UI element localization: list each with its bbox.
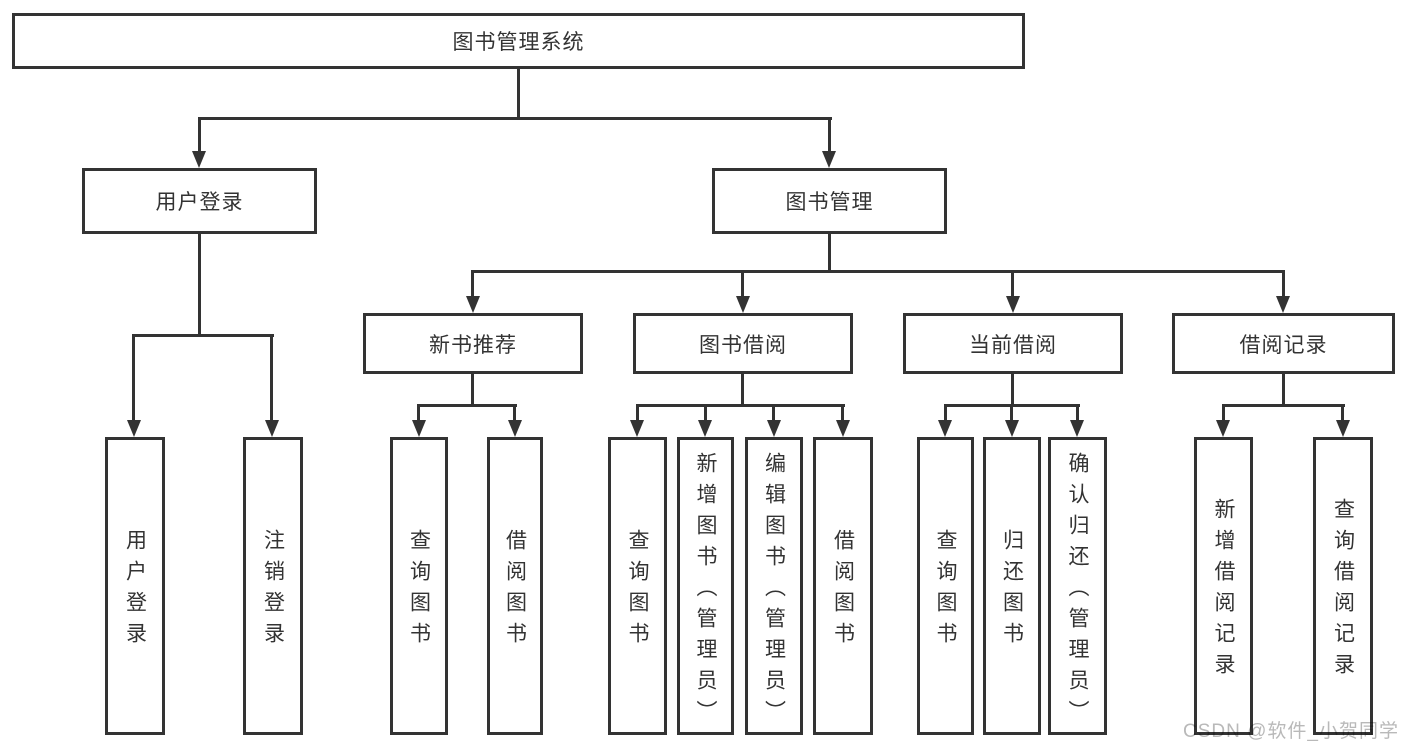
arrowhead-rc-add-icon bbox=[1216, 420, 1230, 437]
arrowhead-user-login-icon bbox=[192, 151, 206, 168]
edge-drop-cu-return bbox=[1010, 404, 1013, 422]
node-root-label: 图书管理系统 bbox=[452, 31, 585, 54]
edge-drop-rc-query bbox=[1341, 404, 1344, 422]
edge-book-mgmt-split bbox=[471, 270, 1285, 273]
edge-records-stem bbox=[1282, 374, 1285, 407]
node-leaf-bw-edit-books-admin-label: 编辑图书（管理员） bbox=[762, 451, 786, 731]
arrowhead-current-icon bbox=[1006, 296, 1020, 313]
edge-drop-rc-add bbox=[1222, 404, 1225, 422]
node-leaf-cu-confirm-return-admin-label: 确认归还（管理员） bbox=[1066, 451, 1089, 731]
edge-drop-cu-confirm bbox=[1076, 404, 1079, 422]
arrowhead-bw-borrow-icon bbox=[836, 420, 850, 437]
csdn-watermark: CSDN @软件_小贺同学 bbox=[1183, 721, 1399, 742]
node-leaf-cu-confirm-return-admin: 确认归还（管理员） bbox=[1048, 437, 1107, 735]
edge-user-login-stem bbox=[198, 234, 201, 336]
node-book-borrow-label: 图书借阅 bbox=[699, 333, 787, 357]
edge-new-book-split bbox=[417, 404, 517, 407]
edge-drop-nb-borrow bbox=[513, 404, 516, 422]
node-current-borrow-label: 当前借阅 bbox=[969, 333, 1057, 357]
arrowhead-rc-query-icon bbox=[1336, 420, 1350, 437]
node-leaf-nb-borrow-books: 借阅图书 bbox=[487, 437, 543, 735]
edge-current-stem bbox=[1011, 374, 1014, 407]
arrowhead-logout-icon bbox=[265, 420, 279, 437]
node-borrow-records: 借阅记录 bbox=[1172, 313, 1395, 374]
edge-drop-cu-query bbox=[944, 404, 947, 422]
arrowhead-cu-query-icon bbox=[938, 420, 952, 437]
arrowhead-bw-edit-icon bbox=[767, 420, 781, 437]
node-leaf-user-login: 用户登录 bbox=[105, 437, 165, 735]
node-leaf-cu-query-books-label: 查询图书 bbox=[934, 529, 957, 653]
arrowhead-bw-query-icon bbox=[630, 420, 644, 437]
node-leaf-rc-query-record-label: 查询借阅记录 bbox=[1331, 498, 1355, 684]
edge-drop-current bbox=[1011, 270, 1014, 299]
edge-drop-book-mgmt bbox=[828, 117, 831, 154]
edge-drop-borrow bbox=[741, 270, 744, 299]
node-new-book-rec: 新书推荐 bbox=[363, 313, 583, 374]
node-leaf-cu-query-books: 查询图书 bbox=[917, 437, 974, 735]
node-leaf-cu-return-books-label: 归还图书 bbox=[1000, 529, 1024, 653]
arrowhead-cu-confirm-icon bbox=[1070, 420, 1084, 437]
node-leaf-nb-query-books: 查询图书 bbox=[390, 437, 448, 735]
node-leaf-nb-query-books-label: 查询图书 bbox=[407, 529, 431, 653]
node-leaf-logout-label: 注销登录 bbox=[261, 529, 285, 653]
edge-drop-bw-add bbox=[704, 404, 707, 422]
edge-drop-records bbox=[1282, 270, 1285, 299]
arrowhead-nb-query-icon bbox=[412, 420, 426, 437]
edge-drop-bw-edit bbox=[772, 404, 775, 422]
node-book-mgmt-label: 图书管理 bbox=[785, 191, 874, 214]
edge-drop-bw-borrow bbox=[841, 404, 844, 422]
edge-drop-login bbox=[132, 334, 135, 422]
edge-drop-logout bbox=[270, 334, 273, 422]
node-new-book-rec-label: 新书推荐 bbox=[429, 333, 517, 357]
node-user-login-label: 用户登录 bbox=[155, 191, 244, 214]
edge-book-mgmt-stem bbox=[828, 234, 831, 273]
edge-user-login-split bbox=[132, 334, 274, 337]
edge-drop-new-book bbox=[471, 270, 474, 299]
node-borrow-records-label: 借阅记录 bbox=[1239, 333, 1328, 357]
node-leaf-rc-add-record-label: 新增借阅记录 bbox=[1212, 498, 1235, 684]
arrowhead-cu-return-icon bbox=[1005, 420, 1019, 437]
node-book-mgmt: 图书管理 bbox=[712, 168, 947, 234]
arrowhead-bw-add-icon bbox=[698, 420, 712, 437]
edge-root-stem bbox=[517, 68, 520, 120]
node-leaf-logout: 注销登录 bbox=[243, 437, 303, 735]
arrowhead-book-mgmt-icon bbox=[822, 151, 836, 168]
node-leaf-cu-return-books: 归还图书 bbox=[983, 437, 1041, 735]
node-leaf-rc-query-record: 查询借阅记录 bbox=[1313, 437, 1373, 735]
node-leaf-rc-add-record: 新增借阅记录 bbox=[1194, 437, 1253, 735]
node-leaf-bw-add-books-admin: 新增图书（管理员） bbox=[677, 437, 734, 735]
edge-new-book-stem bbox=[471, 374, 474, 407]
node-book-borrow: 图书借阅 bbox=[633, 313, 853, 374]
node-leaf-user-login-label: 用户登录 bbox=[123, 529, 147, 653]
node-current-borrow: 当前借阅 bbox=[903, 313, 1123, 374]
node-leaf-bw-edit-books-admin: 编辑图书（管理员） bbox=[745, 437, 803, 735]
node-leaf-nb-borrow-books-label: 借阅图书 bbox=[503, 529, 527, 653]
node-leaf-bw-query-books-label: 查询图书 bbox=[626, 529, 649, 653]
edge-drop-nb-query bbox=[417, 404, 420, 422]
arrowhead-borrow-icon bbox=[736, 296, 750, 313]
node-leaf-bw-query-books: 查询图书 bbox=[608, 437, 667, 735]
edge-drop-user-login bbox=[198, 117, 201, 154]
node-leaf-bw-add-books-admin-label: 新增图书（管理员） bbox=[694, 451, 717, 731]
arrowhead-records-icon bbox=[1276, 296, 1290, 313]
edge-drop-bw-query bbox=[636, 404, 639, 422]
edge-borrow-stem bbox=[741, 374, 744, 407]
arrowhead-nb-borrow-icon bbox=[508, 420, 522, 437]
arrowhead-login-icon bbox=[127, 420, 141, 437]
node-user-login: 用户登录 bbox=[82, 168, 317, 234]
arrowhead-new-book-icon bbox=[466, 296, 480, 313]
node-leaf-bw-borrow-books: 借阅图书 bbox=[813, 437, 873, 735]
node-root: 图书管理系统 bbox=[12, 13, 1025, 69]
node-leaf-bw-borrow-books-label: 借阅图书 bbox=[831, 529, 855, 653]
edge-root-split bbox=[198, 117, 832, 120]
edge-borrow-split bbox=[636, 404, 845, 407]
edge-records-split bbox=[1222, 404, 1345, 407]
